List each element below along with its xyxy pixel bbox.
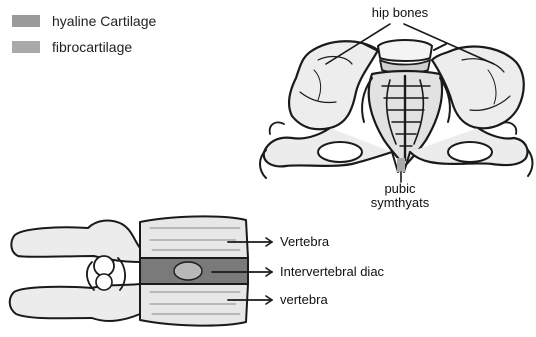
pelvis-illustration bbox=[260, 24, 533, 182]
lumbar-vertebra bbox=[378, 40, 432, 61]
lower-vertebra-body bbox=[140, 284, 248, 326]
left-hip-bone bbox=[289, 41, 378, 129]
symphysis-label: symthyats bbox=[350, 196, 450, 210]
right-obturator-foramen bbox=[448, 142, 492, 162]
spine-illustration bbox=[10, 216, 272, 325]
nucleus-pulposus bbox=[174, 262, 202, 280]
upper-vertebra-process bbox=[11, 221, 140, 262]
vertebra-upper-label: Vertebra bbox=[280, 235, 329, 249]
vertebra-lower-label: vertebra bbox=[280, 293, 328, 307]
pubic-label: pubic bbox=[350, 182, 450, 196]
hip-bones-label: hip bones bbox=[340, 6, 460, 20]
left-obturator-foramen bbox=[318, 142, 362, 162]
upper-vertebra-body bbox=[140, 216, 248, 258]
intervertebral-disc-label: Intervertebral diac bbox=[280, 265, 384, 279]
